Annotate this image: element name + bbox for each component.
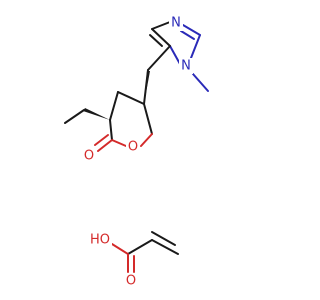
bond-c2-n1 — [190, 34, 201, 59]
imidazole-n3-label: N — [171, 16, 181, 31]
lactone-ring — [94, 91, 153, 152]
bond-ethyl-ch2-ch3 — [64, 109, 85, 124]
molecule-1: N N O O — [64, 15, 209, 164]
bond-lac-carbonyl-c2 — [109, 119, 113, 141]
bond-alpha-beta — [151, 239, 179, 255]
n3-label-bg — [169, 15, 183, 31]
bond-c5-c4 — [151, 28, 171, 47]
bond-n3-c2-double — [180, 30, 195, 40]
n1-label-bg — [179, 58, 193, 74]
acid-o-label-bg — [124, 273, 138, 289]
bond-carbonyl-o — [97, 139, 113, 152]
carbonyl-o-label-bg — [82, 148, 96, 164]
bond-alpha-beta-double — [151, 231, 176, 246]
imidazole-ring — [149, 21, 209, 92]
bond-ho-carboxyl — [111, 243, 129, 255]
wedge-c3-to-ch2 — [144, 71, 150, 104]
acrylic-carbonyl-o-label: O — [126, 274, 136, 289]
lactone-ring-o-label: O — [128, 140, 138, 155]
lactone-carbonyl-o-label: O — [84, 149, 94, 164]
bond-lac-o-carbonyl — [111, 139, 127, 147]
bond-n1-c5 — [169, 45, 181, 65]
bond-carbonyl-o-double — [94, 134, 109, 146]
molecule-2: HO O — [88, 231, 179, 289]
ho-label-bg — [88, 232, 112, 248]
bond-carboxyl-alpha — [127, 239, 153, 255]
bond-c5-c4-double — [149, 34, 163, 47]
bond-c5-ch2 — [147, 45, 171, 71]
chemical-structure: N N O O HO O — [64, 15, 209, 289]
bond-n3-c2 — [182, 24, 201, 36]
bond-lac-c4-c5 — [109, 91, 119, 121]
bond-lac-c3-ch2 — [143, 103, 153, 135]
wedge-c2-to-ethyl — [83, 108, 110, 120]
ring-o-label-bg — [126, 139, 140, 155]
bond-lac-c4-c3 — [117, 91, 145, 105]
bond-n1-methyl — [192, 73, 209, 92]
imidazole-n1-label: N — [181, 59, 191, 74]
bond-c4-n3 — [151, 21, 171, 30]
bond-lac-ch2-o — [140, 133, 153, 147]
hydroxyl-label: HO — [90, 233, 110, 248]
